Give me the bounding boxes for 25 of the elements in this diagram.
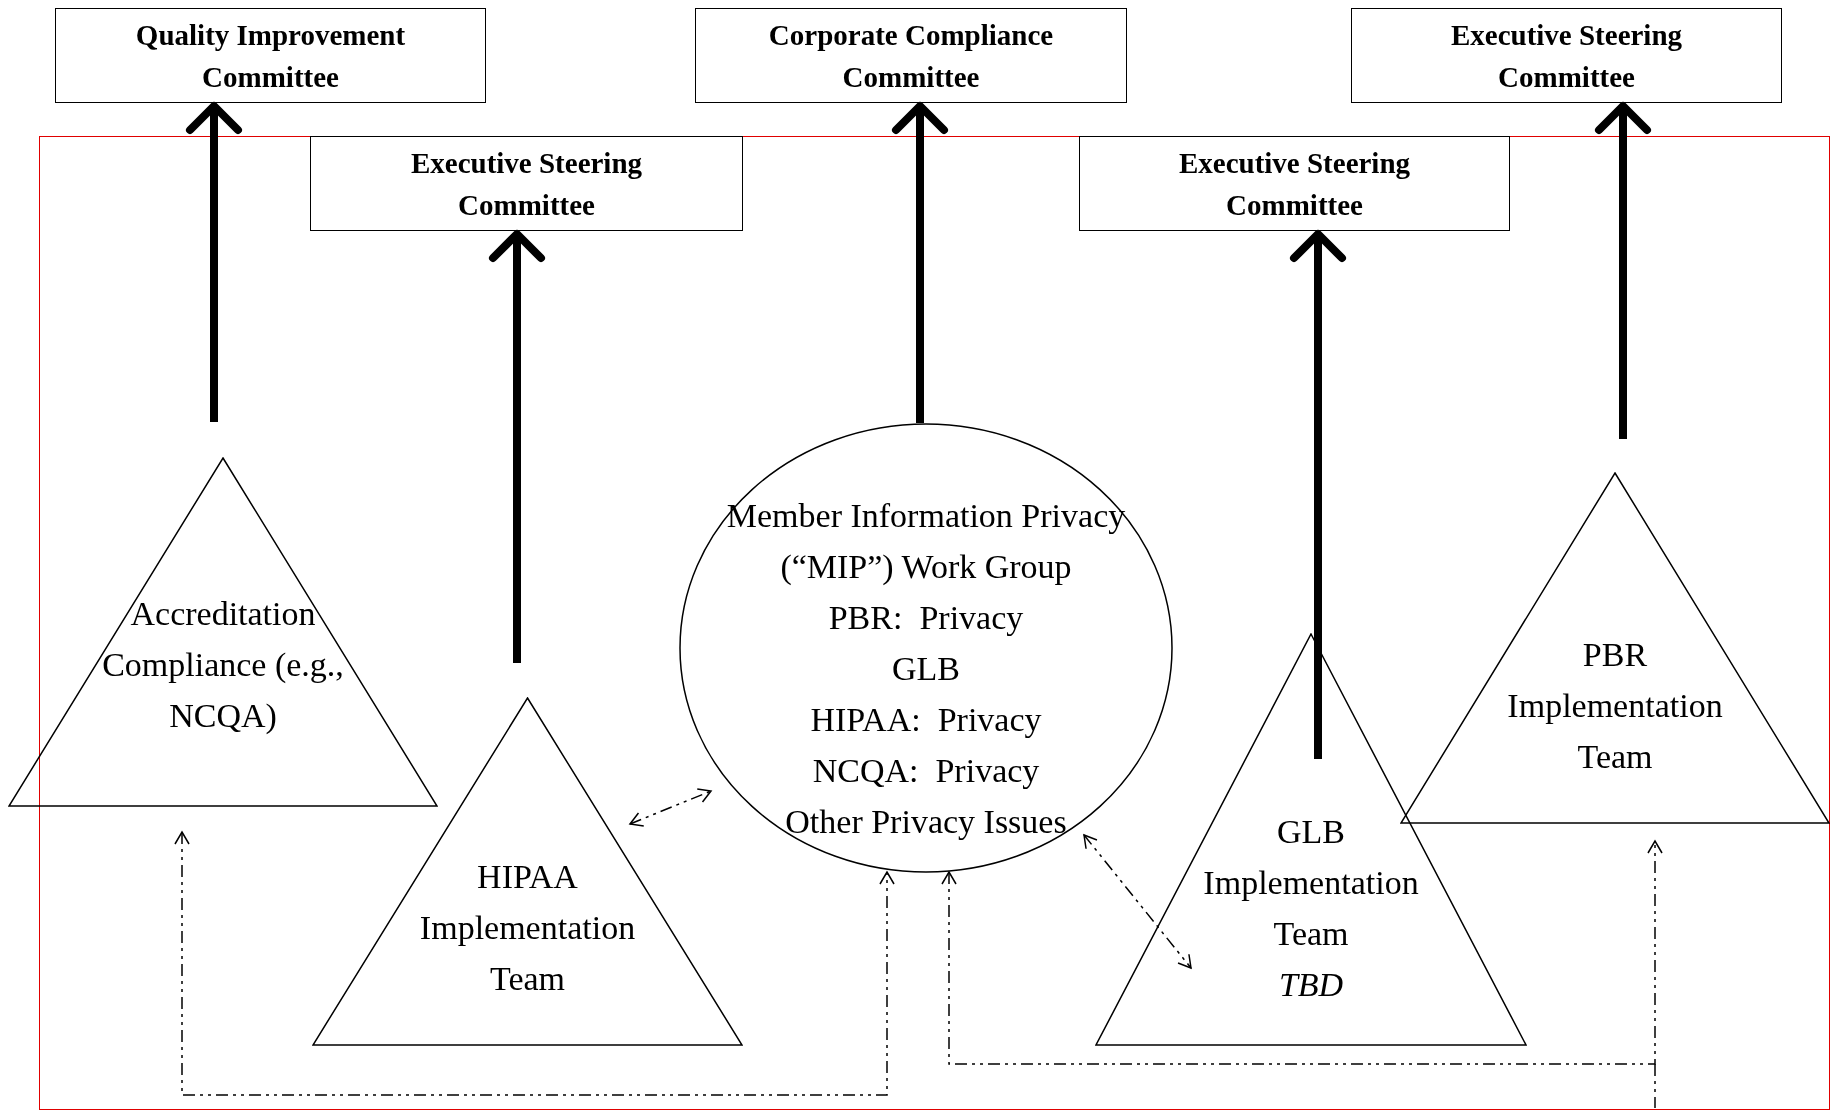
dash-dot-arrow — [941, 840, 1663, 1065]
node-label: PBR: Privacy — [828, 598, 1024, 638]
node-label: Member Information Privacy (“MIP”) Work Group — [725, 496, 1127, 587]
node-label: Accreditation Compliance (e.g., NCQA) — [101, 594, 345, 736]
committee-box — [310, 136, 743, 231]
box-title: Executive Steering Committee — [1177, 145, 1412, 223]
committee-box — [1351, 8, 1782, 103]
committee-box — [1079, 136, 1510, 231]
dash-dot-arrow — [1083, 834, 1192, 969]
node-label: GLB Implementation Team — [1202, 812, 1420, 954]
committee-box — [55, 8, 486, 103]
node-label: Other Privacy Issues — [785, 802, 1067, 842]
box-title: Corporate Compliance Committee — [767, 17, 1055, 95]
box-title: Quality Improvement Committee — [134, 17, 407, 95]
status-note: TBD — [1278, 965, 1344, 1005]
node-label: HIPAA Implementation Team — [418, 857, 637, 999]
node-label: NCQA: Privacy — [812, 751, 1040, 791]
node-label: GLB — [892, 649, 960, 689]
box-title: Executive Steering Committee — [1449, 17, 1684, 95]
node-label: HIPAA: Privacy — [810, 700, 1042, 740]
dash-dot-arrow — [629, 788, 712, 827]
dash-dot-arrow — [174, 831, 895, 1096]
committee-box — [695, 8, 1127, 103]
node-label: PBR Implementation Team — [1506, 635, 1724, 777]
box-title: Executive Steering Committee — [409, 145, 644, 223]
